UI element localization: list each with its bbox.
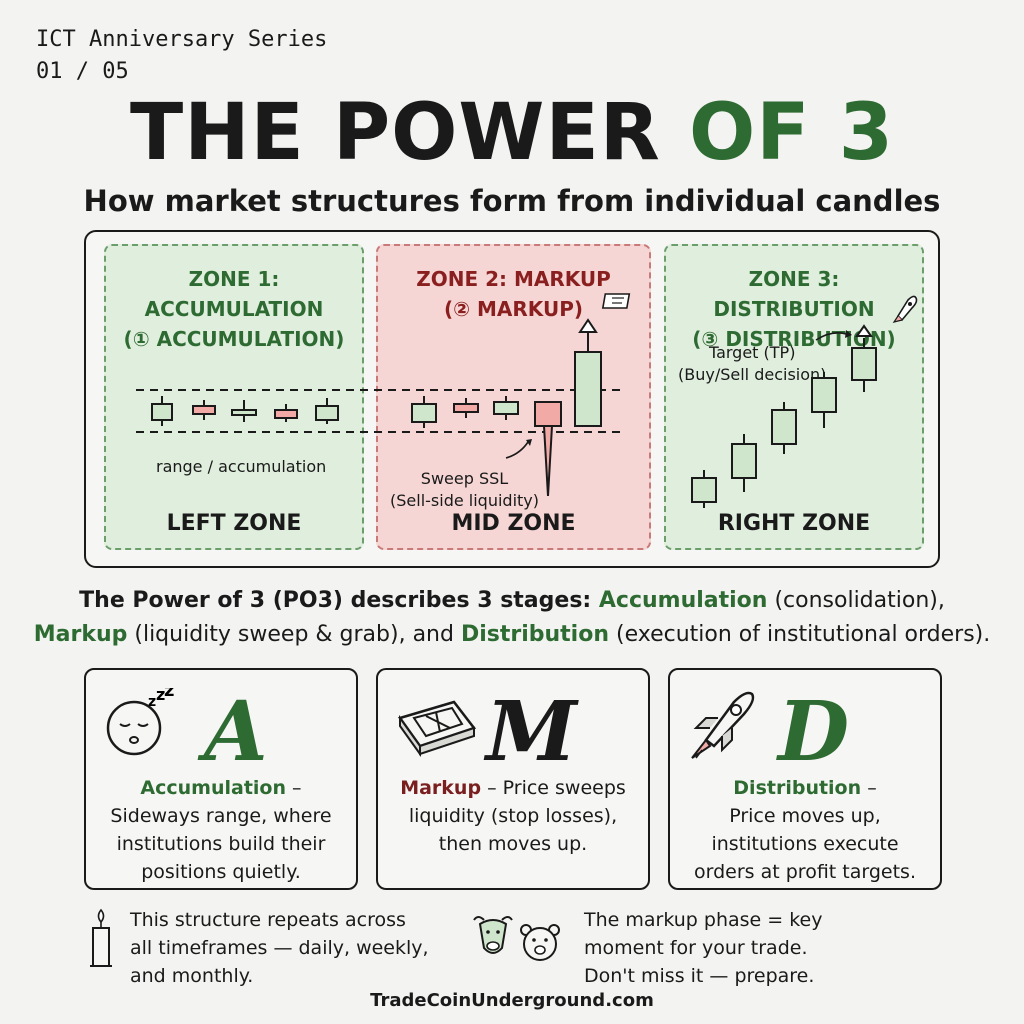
markup-note-line2: moment for your trade. bbox=[584, 937, 808, 959]
sweep-note-line2: (Sell-side liquidity) bbox=[390, 491, 539, 510]
title-part1: THE POWER bbox=[130, 88, 689, 178]
sweep-note: Sweep SSL (Sell-side liquidity) bbox=[390, 468, 539, 512]
title-part2: OF 3 bbox=[688, 88, 894, 178]
target-note-line1: Target (TP) bbox=[708, 343, 796, 362]
zone-title-line1: ZONE 2: MARKUP bbox=[416, 267, 611, 291]
zone-footer: LEFT ZONE bbox=[166, 511, 302, 536]
zone-title-line1: ZONE 3: DISTRIBUTION bbox=[713, 267, 875, 321]
distribution-candles bbox=[691, 324, 877, 508]
sweep-note-line1: Sweep SSL bbox=[420, 469, 509, 488]
page-title: THE POWER OF 3 bbox=[0, 88, 1024, 178]
rocket-icon bbox=[691, 691, 755, 759]
desc-p3: (liquidity sweep & grab), and bbox=[127, 622, 461, 647]
card-letter: M bbox=[486, 684, 577, 780]
target-note-line2: (Buy/Sell decision) bbox=[678, 365, 827, 384]
candles-illustration bbox=[136, 293, 918, 508]
card-body: liquidity (stop losses), then moves up. bbox=[408, 805, 618, 855]
card-dash: – Price sweeps bbox=[481, 777, 626, 799]
card-distribution: D Distribution – Price moves up, institu… bbox=[668, 668, 942, 890]
timeframe-note-line2: all timeframes — daily, weekly, bbox=[130, 937, 429, 959]
card-text: Distribution – Price moves up, instituti… bbox=[680, 774, 930, 886]
zone-title-line2: (② MARKUP) bbox=[443, 297, 583, 321]
card-letter: D bbox=[778, 684, 850, 780]
card-dash: – bbox=[861, 777, 877, 799]
markup-note-line1: The markup phase = key bbox=[584, 909, 823, 931]
desc-distribution: Distribution bbox=[460, 622, 610, 647]
card-dash: – bbox=[286, 777, 302, 799]
target-note: Target (TP) (Buy/Sell decision) bbox=[678, 342, 826, 386]
timeframe-note-line1: This structure repeats across bbox=[130, 909, 406, 931]
zone-title: ZONE 3: DISTRIBUTION (③ DISTRIBUTION) bbox=[666, 264, 922, 354]
description-line1: The Power of 3 (PO3) describes 3 stages:… bbox=[0, 584, 1024, 618]
series-index: 01 / 05 bbox=[36, 59, 129, 84]
markup-note-line3: Don't miss it — prepare. bbox=[584, 965, 815, 987]
zone-footer: MID ZONE bbox=[451, 511, 576, 536]
zone-title: ZONE 1: ACCUMULATION (① ACCUMULATION) bbox=[106, 264, 362, 354]
card-text: Accumulation – Sideways range, where ins… bbox=[96, 774, 346, 886]
desc-accumulation: Accumulation bbox=[598, 588, 768, 613]
desc-markup: Markup bbox=[33, 622, 128, 647]
mousetrap-icon bbox=[397, 700, 476, 758]
svg-text:z: z bbox=[164, 688, 174, 701]
bull-bear-icon bbox=[473, 916, 560, 961]
website-link[interactable]: TradeCoinUnderground.com bbox=[370, 990, 654, 1011]
zone-title: ZONE 2: MARKUP (② MARKUP) bbox=[378, 264, 649, 324]
description: The Power of 3 (PO3) describes 3 stages:… bbox=[0, 584, 1024, 652]
zones-panel: ZONE 1: ACCUMULATION (① ACCUMULATION) ra… bbox=[84, 230, 940, 568]
range-note: range / accumulation bbox=[156, 457, 327, 476]
series-label: ICT Anniversary Series 01 / 05 bbox=[36, 24, 327, 88]
desc-p4: (execution of institutional orders). bbox=[609, 622, 991, 647]
candle-icon bbox=[90, 908, 112, 967]
markup-note: The markup phase = key moment for your t… bbox=[584, 906, 823, 990]
zone-accumulation: ZONE 1: ACCUMULATION (① ACCUMULATION) ra… bbox=[104, 244, 364, 550]
description-line2: Markup (liquidity sweep & grab), and Dis… bbox=[0, 618, 1024, 652]
card-body: Sideways range, where institutions build… bbox=[110, 805, 332, 883]
card-keyword: Distribution bbox=[733, 777, 862, 799]
rocket-small-icon bbox=[892, 295, 918, 323]
page-subtitle: How market structures form from individu… bbox=[83, 184, 941, 218]
card-letter: A bbox=[204, 684, 268, 780]
timeframe-note-line3: and monthly. bbox=[130, 965, 254, 987]
series-name: ICT Anniversary Series bbox=[36, 27, 328, 52]
zone-distribution: ZONE 3: DISTRIBUTION (③ DISTRIBUTION) Ta… bbox=[664, 244, 924, 550]
svg-text:z: z bbox=[156, 688, 165, 704]
card-text: Markup – Price sweeps liquidity (stop lo… bbox=[388, 774, 638, 858]
timeframe-note: This structure repeats across all timefr… bbox=[130, 906, 429, 990]
zone-title-line1: ZONE 1: ACCUMULATION bbox=[144, 267, 324, 321]
zone-title-line2: (① ACCUMULATION) bbox=[123, 327, 345, 351]
card-keyword: Accumulation bbox=[140, 777, 287, 799]
accumulation-candles bbox=[151, 396, 339, 426]
card-keyword: Markup bbox=[400, 777, 482, 799]
desc-p2: (consolidation), bbox=[767, 588, 945, 613]
svg-text:z: z bbox=[148, 694, 156, 710]
card-body: Price moves up, institutions execute ord… bbox=[694, 805, 916, 883]
card-markup: M Markup – Price sweeps liquidity (stop … bbox=[376, 668, 650, 890]
card-accumulation: z z z A Accumulation – Sideways range, w… bbox=[84, 668, 358, 890]
mousetrap-small-icon bbox=[601, 293, 631, 309]
zone-footer: RIGHT ZONE bbox=[717, 511, 871, 536]
desc-p1: The Power of 3 (PO3) describes 3 stages: bbox=[79, 588, 599, 613]
markup-candles bbox=[411, 318, 602, 497]
sleeping-face-icon: z z z bbox=[106, 688, 174, 756]
